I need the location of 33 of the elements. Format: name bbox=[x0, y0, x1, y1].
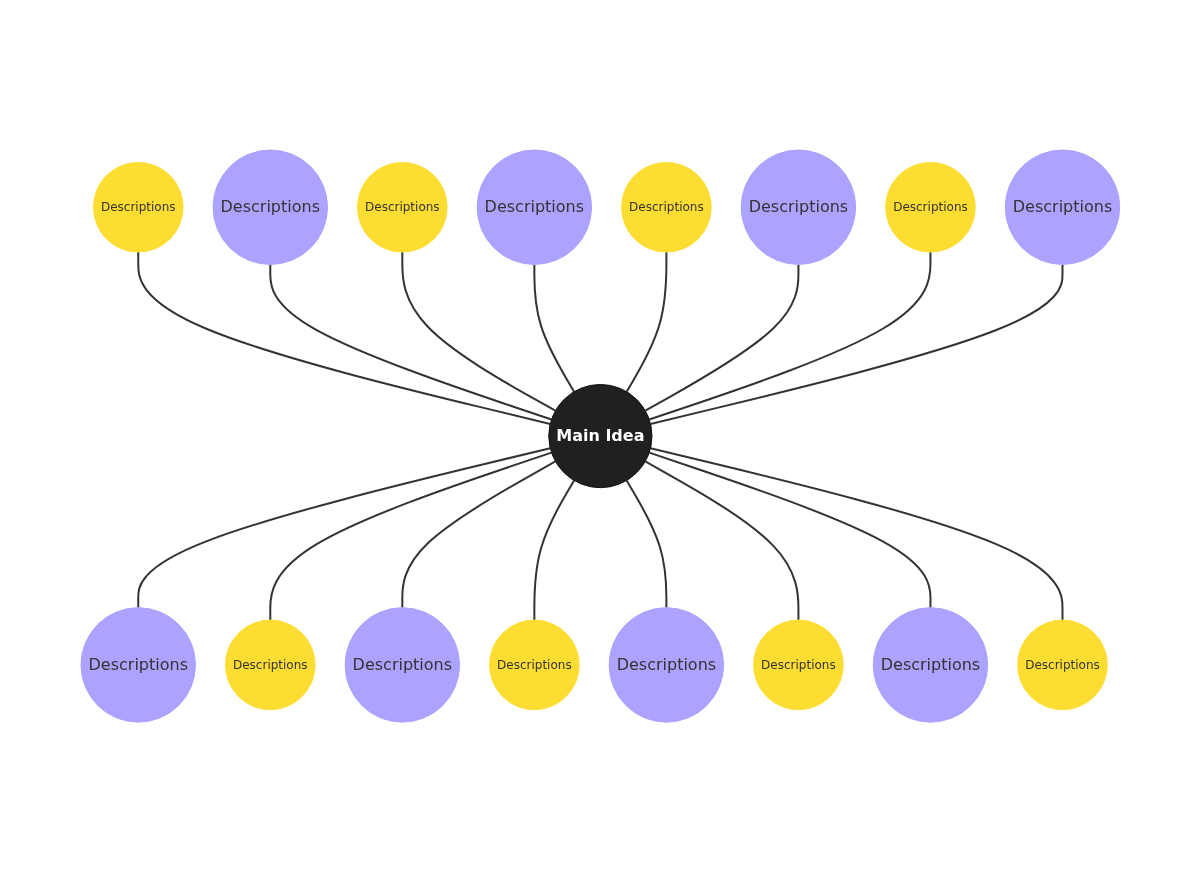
connector bbox=[643, 263, 800, 412]
connector bbox=[136, 447, 551, 609]
connector bbox=[625, 479, 667, 609]
node-circle: Descriptions bbox=[608, 607, 724, 723]
connector bbox=[400, 250, 557, 412]
node-circle: Descriptions bbox=[212, 149, 328, 265]
node-circle: Descriptions bbox=[80, 607, 196, 723]
connector bbox=[625, 250, 667, 393]
node-circle: Descriptions bbox=[476, 149, 592, 265]
connector bbox=[647, 250, 932, 421]
connector bbox=[649, 263, 1064, 425]
node-circle: Descriptions bbox=[752, 619, 844, 711]
connector bbox=[647, 451, 932, 609]
node-circle: Descriptions bbox=[1016, 619, 1108, 711]
node-circle: Descriptions bbox=[740, 149, 856, 265]
connector bbox=[532, 479, 575, 622]
connector bbox=[136, 250, 551, 425]
node-circle: Descriptions bbox=[356, 161, 448, 253]
connector bbox=[643, 460, 800, 622]
node-circle: Main Idea bbox=[547, 383, 653, 489]
node-circle: Descriptions bbox=[1004, 149, 1120, 265]
node-circle: Descriptions bbox=[224, 619, 316, 711]
connector bbox=[268, 451, 553, 622]
node-circle: Descriptions bbox=[620, 161, 712, 253]
node-circle: Descriptions bbox=[344, 607, 460, 723]
node-circle: Descriptions bbox=[92, 161, 184, 253]
connector bbox=[532, 263, 575, 393]
node-circle: Descriptions bbox=[884, 161, 976, 253]
node-circle: Descriptions bbox=[488, 619, 580, 711]
connector bbox=[268, 263, 553, 421]
connector bbox=[400, 460, 557, 609]
node-circle: Descriptions bbox=[872, 607, 988, 723]
connector bbox=[649, 447, 1064, 622]
